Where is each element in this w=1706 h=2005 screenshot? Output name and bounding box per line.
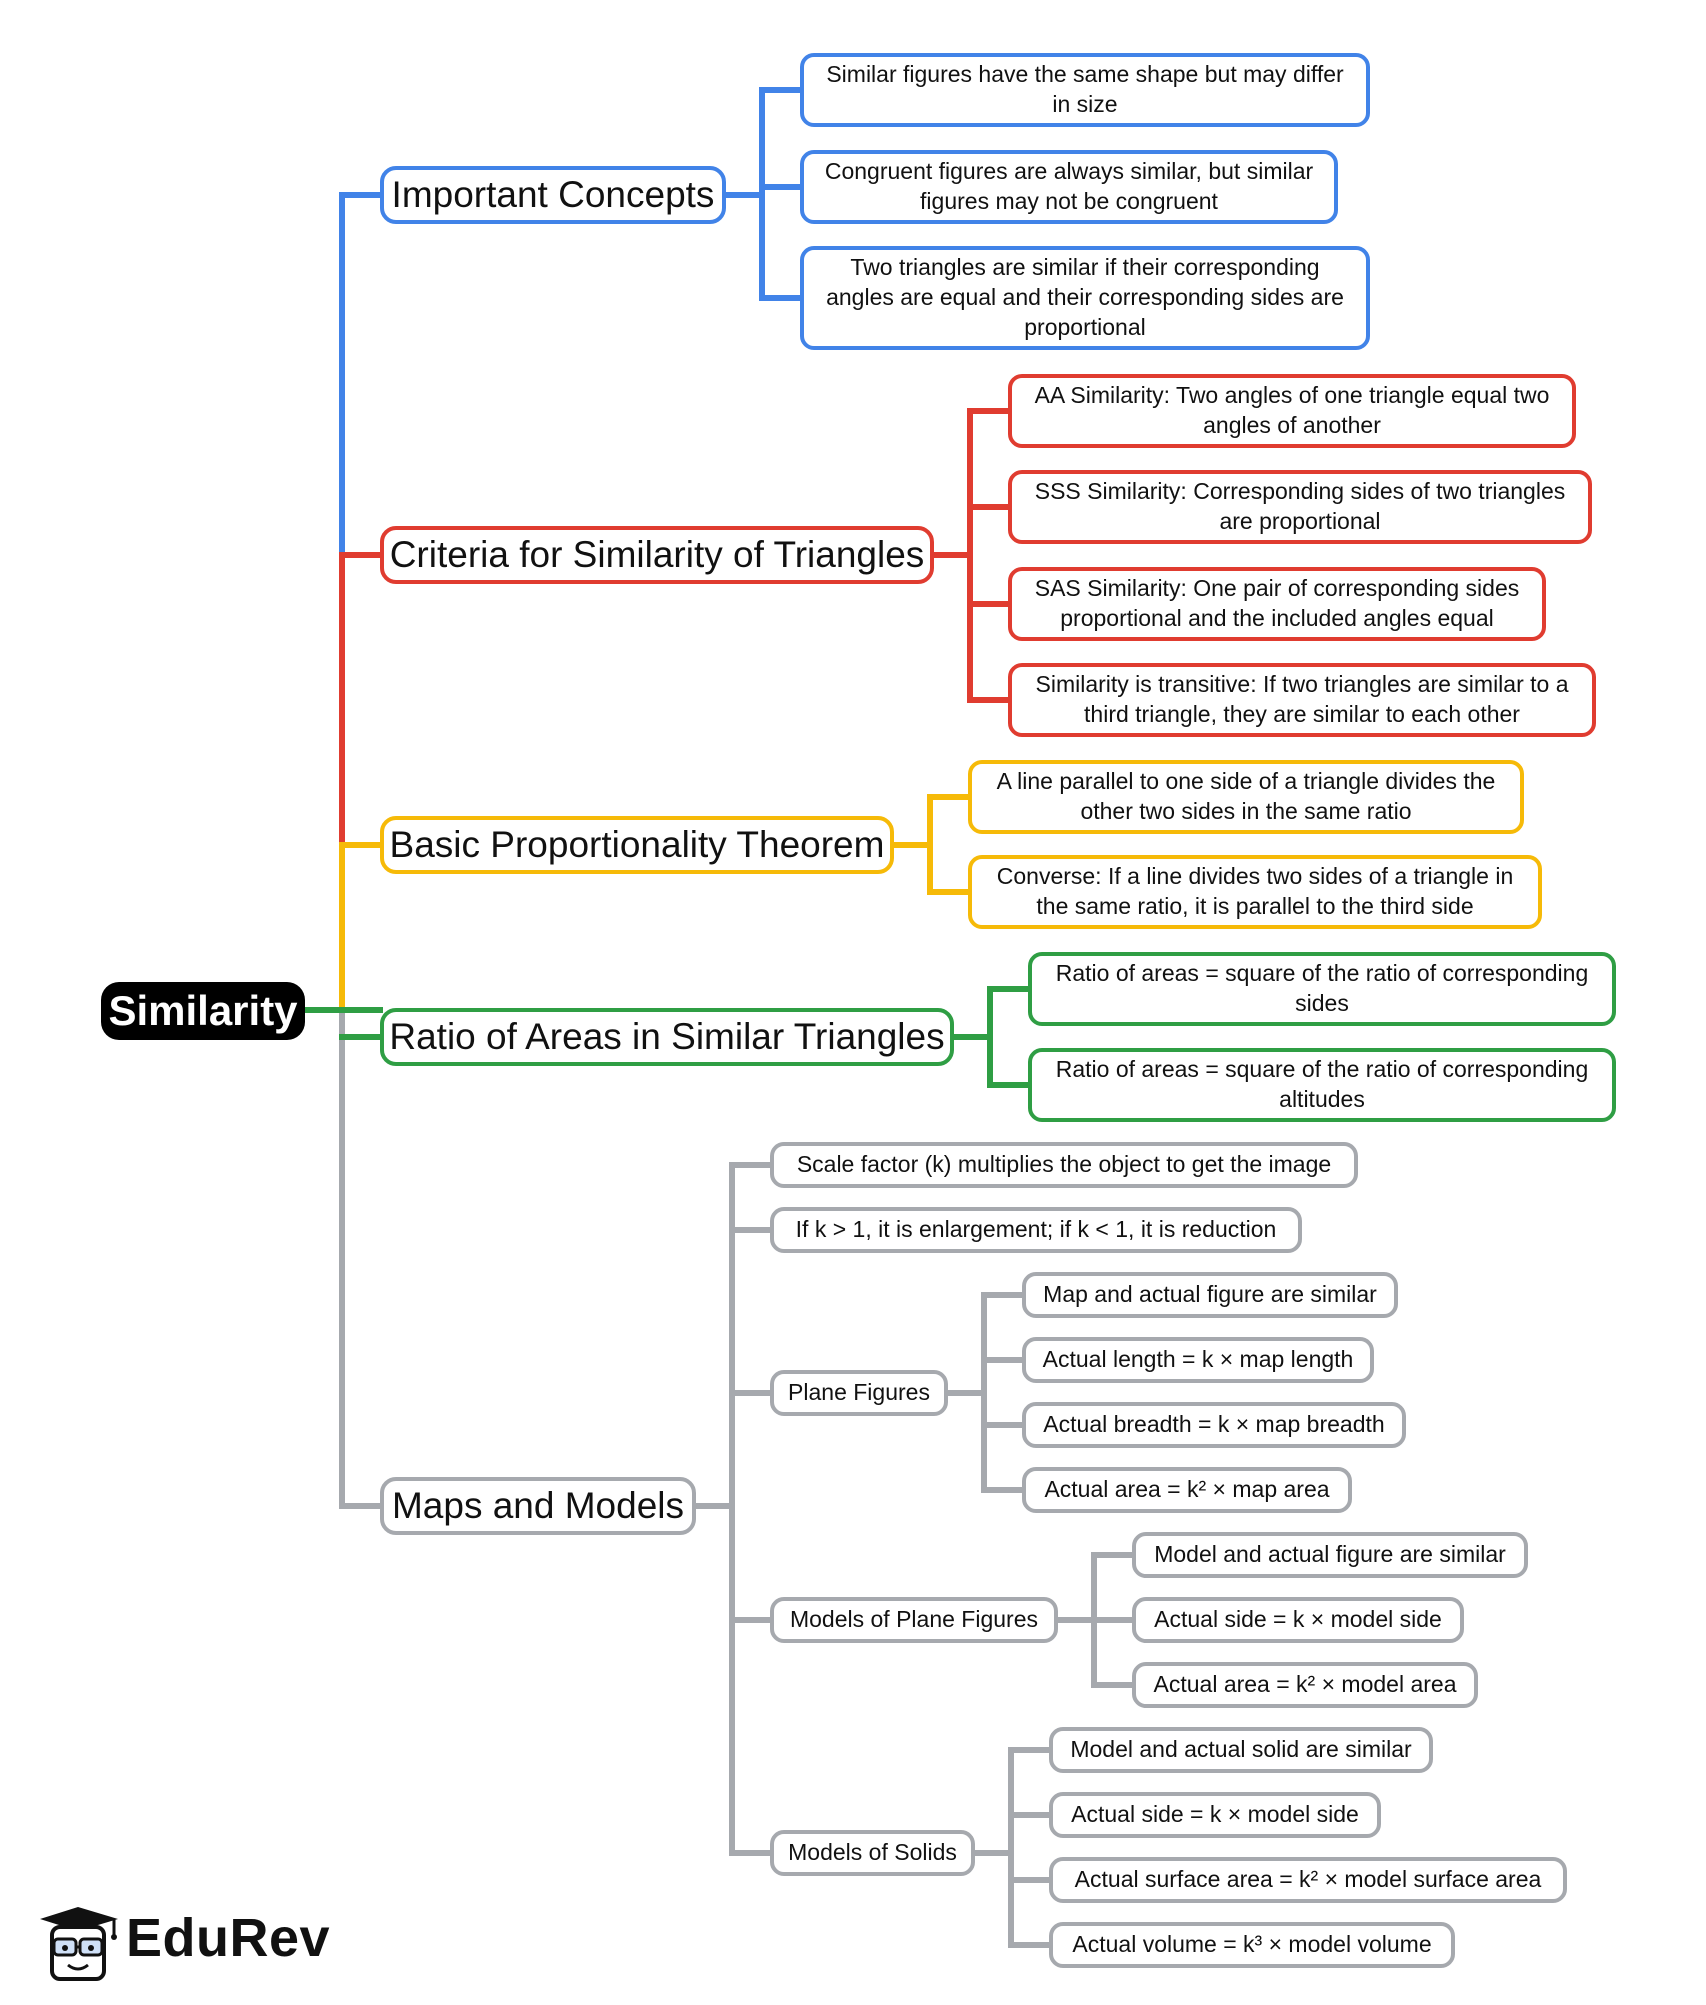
- criteria-item-aa: AA Similarity: Two angles of one triangl…: [1008, 374, 1576, 448]
- logo-text: EduRev: [126, 1908, 331, 1968]
- ratio-item-altitudes: Ratio of areas = square of the ratio of …: [1028, 1048, 1616, 1122]
- branch-bpt[interactable]: Basic Proportionality Theorem: [380, 816, 894, 874]
- solids-item-volume: Actual volume = k³ × model volume: [1049, 1922, 1455, 1968]
- solids-item-side: Actual side = k × model side: [1049, 1792, 1381, 1838]
- plane-item-breadth: Actual breadth = k × map breadth: [1022, 1402, 1406, 1448]
- concept-item-1: Similar figures have the same shape but …: [800, 53, 1370, 127]
- maps-item-scale-factor: Scale factor (k) multiplies the object t…: [770, 1142, 1358, 1188]
- edurev-logo: EduRev: [34, 1905, 334, 1987]
- models-plane-item-side: Actual side = k × model side: [1132, 1597, 1464, 1643]
- criteria-item-sss: SSS Similarity: Corresponding sides of t…: [1008, 470, 1592, 544]
- solids-item-similar: Model and actual solid are similar: [1049, 1727, 1433, 1773]
- criteria-item-transitive: Similarity is transitive: If two triangl…: [1008, 663, 1596, 737]
- sub-branch-models-plane[interactable]: Models of Plane Figures: [770, 1597, 1058, 1643]
- ratio-item-sides: Ratio of areas = square of the ratio of …: [1028, 952, 1616, 1026]
- branch-maps-models[interactable]: Maps and Models: [380, 1477, 696, 1535]
- sub-branch-plane-figures[interactable]: Plane Figures: [770, 1370, 948, 1416]
- solids-item-surface-area: Actual surface area = k² × model surface…: [1049, 1857, 1567, 1903]
- models-plane-item-similar: Model and actual figure are similar: [1132, 1532, 1528, 1578]
- plane-item-length: Actual length = k × map length: [1022, 1337, 1374, 1383]
- criteria-item-sas: SAS Similarity: One pair of correspondin…: [1008, 567, 1546, 641]
- branch-important-concepts[interactable]: Important Concepts: [380, 166, 726, 224]
- plane-item-similar: Map and actual figure are similar: [1022, 1272, 1398, 1318]
- plane-item-area: Actual area = k² × map area: [1022, 1467, 1352, 1513]
- branch-ratio-areas[interactable]: Ratio of Areas in Similar Triangles: [380, 1008, 954, 1066]
- concept-item-2: Congruent figures are always similar, bu…: [800, 150, 1338, 224]
- branch-criteria[interactable]: Criteria for Similarity of Triangles: [380, 526, 934, 584]
- concept-item-3: Two triangles are similar if their corre…: [800, 246, 1370, 350]
- bpt-item-theorem: A line parallel to one side of a triangl…: [968, 760, 1524, 834]
- bpt-item-converse: Converse: If a line divides two sides of…: [968, 855, 1542, 929]
- models-plane-item-area: Actual area = k² × model area: [1132, 1662, 1478, 1708]
- maps-item-enlargement: If k > 1, it is enlargement; if k < 1, i…: [770, 1207, 1302, 1253]
- sub-branch-models-solids[interactable]: Models of Solids: [770, 1830, 975, 1876]
- root-node[interactable]: Similarity: [101, 982, 305, 1040]
- graduate-mascot-icon: [40, 1907, 118, 1981]
